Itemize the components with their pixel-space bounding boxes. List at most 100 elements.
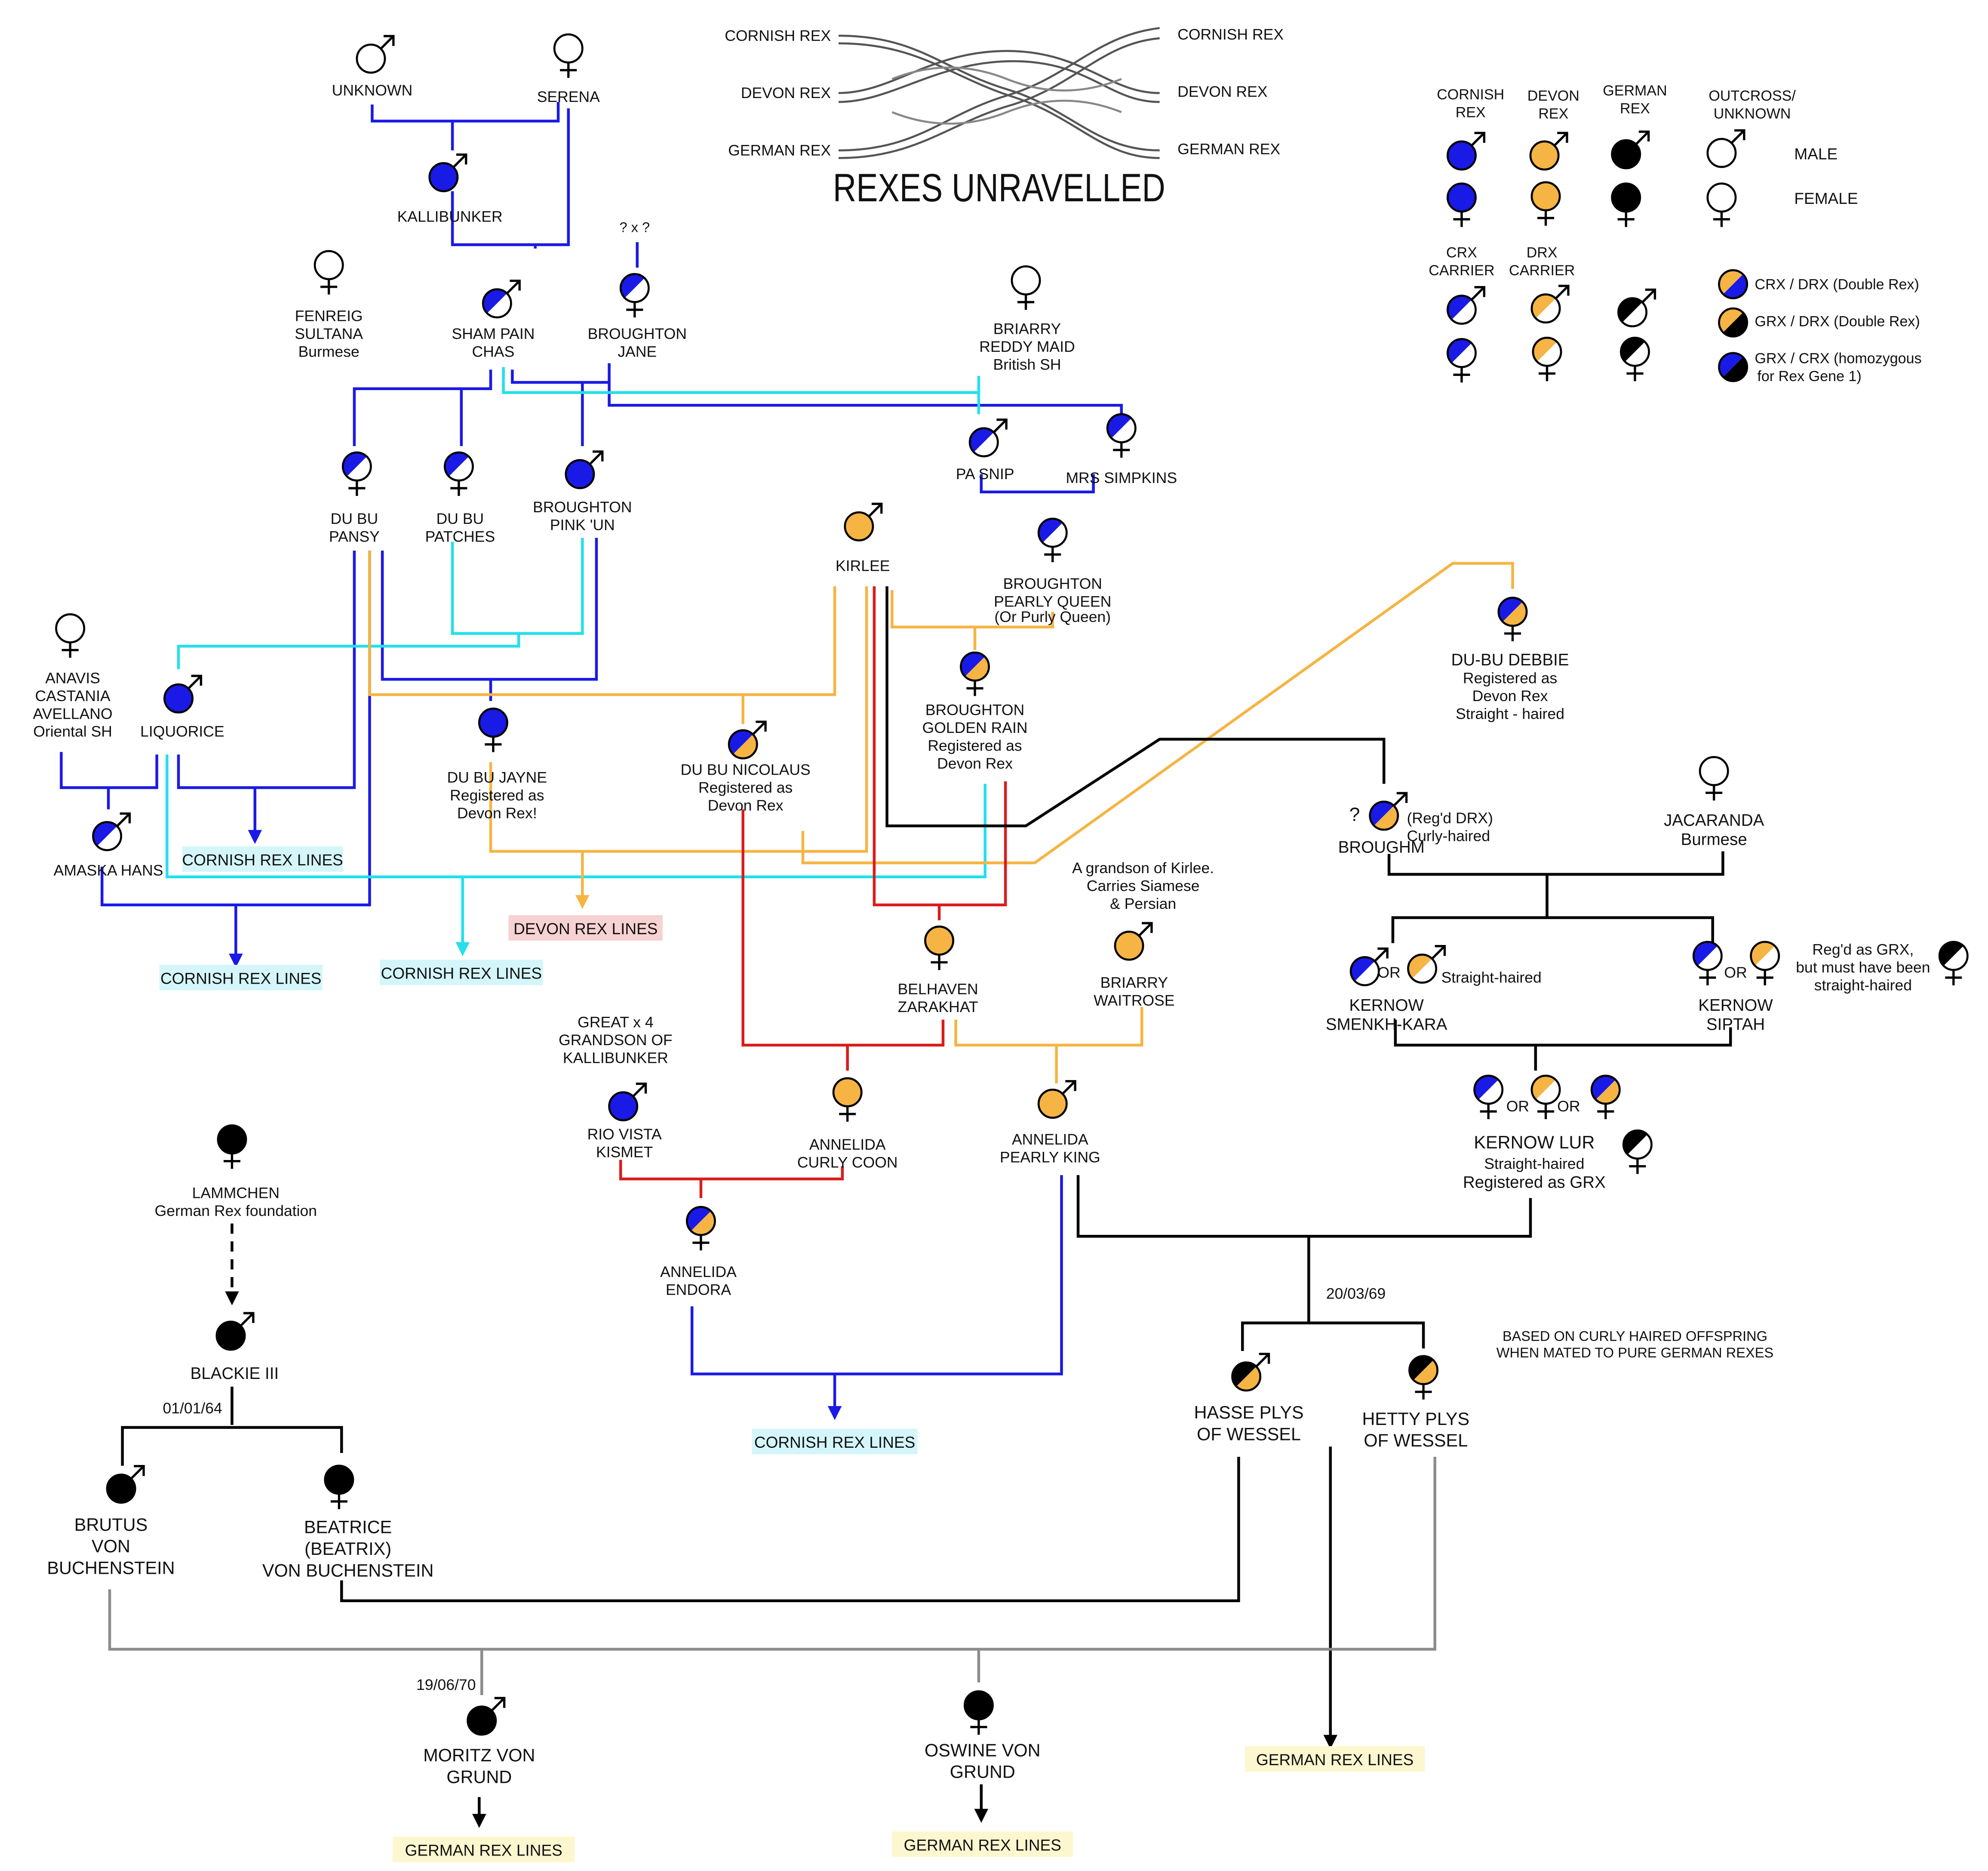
label-siptah_or-line: OR <box>1724 964 1747 981</box>
label-straight: Straight-haired <box>1441 969 1542 986</box>
label-nicolaus-line: DU BU NICOLAUS <box>681 761 811 779</box>
label-based_note-line: WHEN MATED TO PURE GERMAN REXES <box>1496 1345 1773 1360</box>
tag-background <box>392 1836 575 1862</box>
label-pearlyq-line: (Or Purly Queen) <box>994 608 1111 625</box>
label-broughm: BROUGHM <box>1338 838 1425 856</box>
label-shampain-line: CHAS <box>472 343 515 360</box>
label-beatrice-line: (BEATRIX) <box>304 1539 391 1559</box>
legend-male-icon <box>1706 129 1745 168</box>
legend-male-icon <box>1530 285 1570 324</box>
label-smenkh_or-line: OR <box>1377 964 1400 981</box>
braid-label-left: GERMAN REX <box>728 142 831 159</box>
label-kismet_note-line: GRANDSON OF <box>559 1031 673 1049</box>
lineage-tag-german: GERMAN REX LINES <box>405 1841 562 1859</box>
label-date1: 01/01/64 <box>163 1400 222 1417</box>
label-date2-line: 20/03/69 <box>1326 1285 1386 1302</box>
label-curlycoon-line: CURLY COON <box>797 1154 898 1171</box>
label-date3: 19/06/70 <box>416 1676 476 1693</box>
label-debbie-line: Devon Rex <box>1472 687 1548 705</box>
label-or_b: OR <box>1557 1098 1580 1115</box>
label-kallibunker: KALLIBUNKER <box>397 208 503 225</box>
diagram-title: REXES UNRAVELLED <box>833 166 1165 210</box>
female-symbol-icon <box>553 33 584 78</box>
male-symbol-icon <box>968 419 1008 458</box>
female-symbol-icon <box>832 1077 863 1122</box>
female-symbol-icon <box>1497 597 1528 641</box>
female-symbol-icon <box>1037 517 1068 563</box>
label-qq: ? x ? <box>620 219 650 235</box>
braid-illustration <box>838 27 1160 159</box>
label-smenkh-line: KERNOW <box>1349 996 1424 1015</box>
label-golden-line: Devon Rex <box>937 755 1013 772</box>
legend-female-icon <box>1611 182 1641 227</box>
label-jayne-line: DU BU JAYNE <box>447 769 547 786</box>
label-pinkun-line: PINK 'UN <box>550 517 615 534</box>
label-pasnip: PA SNIP <box>956 465 1014 483</box>
label-lur-line: Registered as GRX <box>1463 1173 1606 1192</box>
male-symbol-icon <box>1407 945 1446 984</box>
label-siptah_or: OR <box>1724 964 1747 981</box>
label-brutus-line: BRUTUS <box>74 1514 148 1535</box>
lineage-tag-cornish: CORNISH REX LINES <box>381 964 542 982</box>
legend-female-icon <box>1447 338 1477 383</box>
label-smenkh_or: OR <box>1377 964 1400 981</box>
label-kismet-line: RIO VISTA <box>587 1126 662 1143</box>
label-liquorice: LIQUORICE <box>140 723 224 740</box>
label-qmark: ? <box>1349 804 1360 825</box>
legend-male-icon <box>1617 288 1656 327</box>
label-zarakhat-line: BELHAVEN <box>898 980 978 997</box>
label-waitrose-line: BRIARRY <box>1100 974 1168 991</box>
label-kallibunker-line: KALLIBUNKER <box>397 208 503 225</box>
male-symbol-icon <box>1349 947 1389 986</box>
label-or_b-line: OR <box>1557 1098 1580 1115</box>
label-pansy-line: DU BU <box>331 510 378 527</box>
label-jayne-line: Registered as <box>450 787 544 804</box>
label-debbie-line: Registered as <box>1463 669 1557 686</box>
label-debbie-line: DU-BU DEBBIE <box>1451 651 1569 669</box>
label-briarry_rm-line: REDDY MAID <box>979 338 1075 355</box>
female-symbol-icon <box>478 708 508 752</box>
female-symbol-icon <box>324 1465 354 1509</box>
label-oswine-line: OSWINE VON <box>925 1740 1041 1760</box>
label-endora-line: ANNELIDA <box>660 1263 737 1280</box>
tag-background <box>752 1428 918 1455</box>
label-kismet_note-line: KALLIBUNKER <box>563 1049 668 1066</box>
braid-label-right: DEVON REX <box>1177 83 1267 100</box>
tag-background <box>892 1831 1073 1857</box>
legend-female-icon <box>1706 182 1737 227</box>
lineage-tag-cornish: CORNISH REX LINES <box>160 969 322 988</box>
male-symbol-icon <box>565 450 604 489</box>
label-beatrice-line: BEATRICE <box>304 1517 392 1537</box>
label-nicolaus-line: Devon Rex <box>708 797 784 814</box>
label-anavis-line: Oriental SH <box>33 723 112 740</box>
braid-label-left: DEVON REX <box>741 84 831 102</box>
label-kirlee: KIRLEE <box>836 557 890 575</box>
label-pearlyq-line: BROUGHTON <box>1003 575 1102 592</box>
label-brutus-line: VON <box>92 1536 130 1556</box>
female-symbol-icon <box>1530 1074 1561 1119</box>
label-anavis-line: AVELLANO <box>33 705 113 722</box>
male-symbol-icon <box>163 674 203 714</box>
label-or_a-line: OR <box>1506 1098 1529 1115</box>
legend-male-label: MALE <box>1794 145 1837 163</box>
lineage-tag-german: GERMAN REX LINES <box>1256 1751 1413 1769</box>
female-symbol-icon <box>1590 1074 1621 1119</box>
label-broughm_note: (Reg'd DRX)Curly-haired <box>1407 809 1493 844</box>
label-hetty-line: HETTY PLYS <box>1362 1409 1469 1429</box>
male-symbol-icon <box>356 35 395 74</box>
